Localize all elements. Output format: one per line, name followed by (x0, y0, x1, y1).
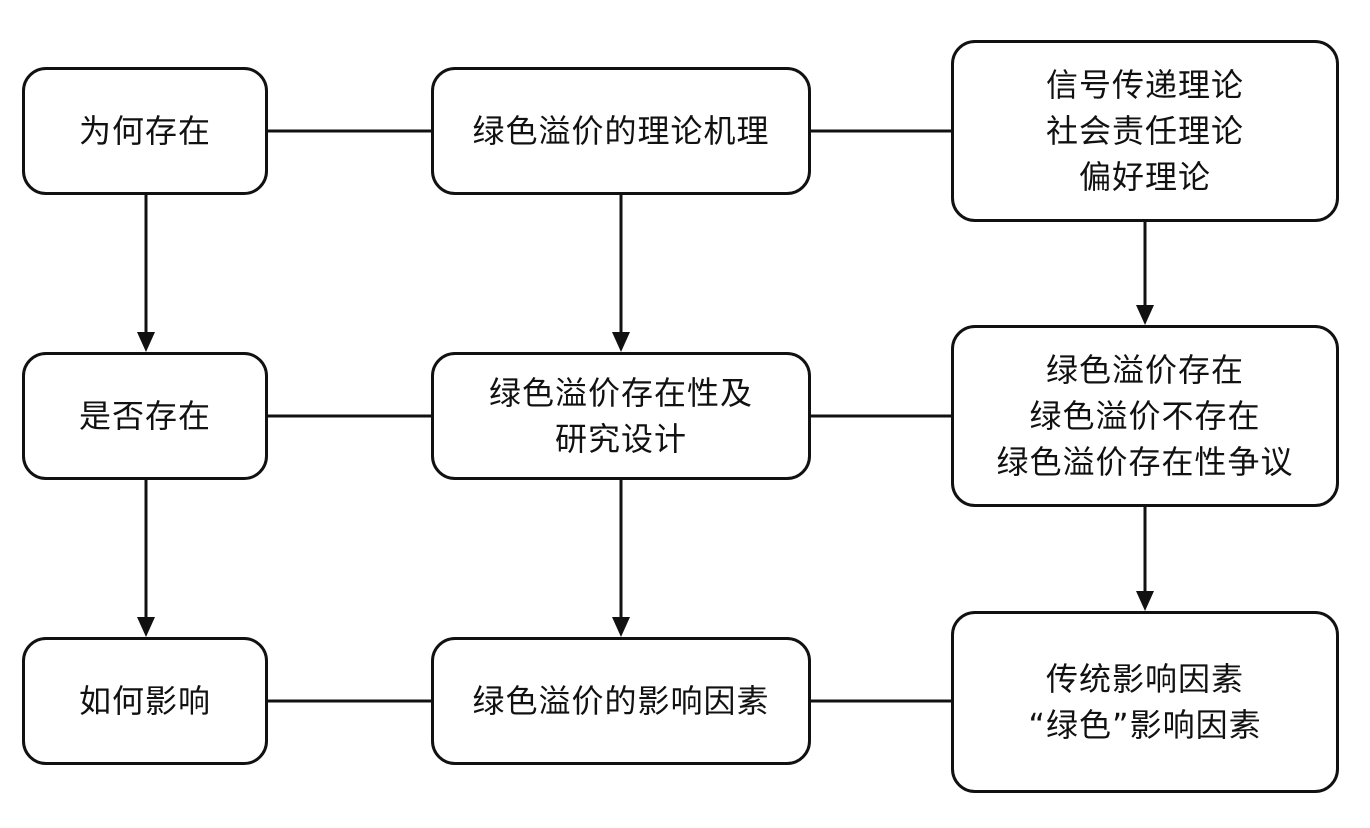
node-how-influences-label: 如何影响 (78, 682, 211, 720)
factor-type-item: “绿色”影响因素 (1028, 706, 1262, 744)
node-whether-exists: 是否存在 (22, 352, 268, 480)
node-why-exists-label: 为何存在 (78, 112, 211, 150)
node-influencing-factors: 绿色溢价的影响因素 (431, 637, 811, 765)
node-why-exists: 为何存在 (22, 67, 268, 195)
existence-item: 绿色溢价存在 (1045, 351, 1244, 389)
node-existence-and-design-line-2: 研究设计 (554, 420, 687, 458)
arrow-existence-to-factors (612, 480, 630, 637)
theory-item: 社会责任理论 (1045, 112, 1244, 150)
node-theoretical-mechanism-label: 绿色溢价的理论机理 (472, 112, 770, 150)
arrow-debate-to-types (1136, 507, 1154, 611)
node-theoretical-mechanism: 绿色溢价的理论机理 (431, 67, 811, 195)
node-existence-debate: 绿色溢价存在 绿色溢价不存在 绿色溢价存在性争议 (951, 325, 1339, 507)
node-theories-list: 信号传递理论 社会责任理论 偏好理论 (951, 40, 1339, 222)
arrow-theory-to-existence (612, 195, 630, 352)
existence-item: 绿色溢价存在性争议 (996, 443, 1294, 481)
arrow-theories-to-debate (1136, 222, 1154, 325)
node-existence-and-design: 绿色溢价存在性及 研究设计 (431, 352, 811, 480)
node-how-influences: 如何影响 (22, 637, 268, 765)
existence-item: 绿色溢价不存在 (1029, 397, 1261, 435)
theory-item: 信号传递理论 (1045, 66, 1244, 104)
node-influencing-factors-label: 绿色溢价的影响因素 (472, 682, 770, 720)
node-whether-exists-label: 是否存在 (78, 397, 211, 435)
arrow-why-to-whether (137, 195, 155, 352)
arrow-whether-to-how (137, 480, 155, 637)
theory-item: 偏好理论 (1078, 158, 1211, 196)
node-factor-types: 传统影响因素 “绿色”影响因素 (951, 611, 1339, 793)
factor-type-item: 传统影响因素 (1045, 660, 1244, 698)
node-existence-and-design-line-1: 绿色溢价存在性及 (488, 374, 753, 412)
